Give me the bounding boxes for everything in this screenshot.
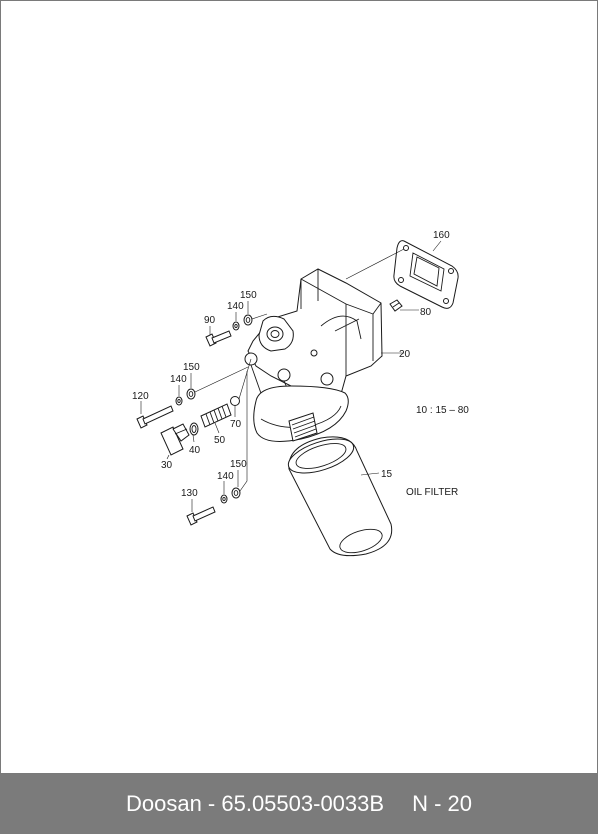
washer-150-b: [186, 388, 196, 400]
label-150-b: 150: [183, 362, 200, 373]
washer-140-a: [232, 321, 240, 331]
plug-30: [160, 423, 190, 456]
ball-70: [230, 396, 240, 406]
washer-140-b: [175, 396, 183, 406]
label-130: 130: [181, 488, 198, 499]
label-150-a: 150: [240, 290, 257, 301]
label-160: 160: [433, 230, 450, 241]
page-reference: N - 20: [412, 791, 472, 816]
label-140-b: 140: [170, 374, 187, 385]
label-20: 20: [399, 349, 411, 360]
drawing-sheet: 160 80 20 150 140 90 150 140 120 70 50 4…: [0, 0, 598, 774]
label-40: 40: [189, 445, 201, 456]
footer-bar: Doosan - 65.05503-0033B N - 20: [0, 774, 598, 834]
label-30: 30: [161, 460, 173, 471]
oil-filter-caption: OIL FILTER: [406, 487, 458, 498]
part-reference: Doosan - 65.05503-0033B: [125, 791, 385, 816]
label-120: 120: [132, 391, 149, 402]
label-90: 90: [204, 315, 216, 326]
label-150-c: 150: [230, 459, 247, 470]
spring-50: [200, 403, 232, 428]
washer-140-c: [220, 494, 228, 504]
leader-lines: [140, 240, 442, 512]
torque-note: 10 : 15 – 80: [416, 405, 469, 416]
bolt-120: [136, 405, 174, 429]
washer-150-c: [231, 487, 241, 499]
assembly-lines: [194, 248, 405, 492]
plug-80: [389, 299, 403, 312]
label-15: 15: [381, 469, 393, 480]
label-140-c: 140: [217, 471, 234, 482]
o-ring-40: [189, 422, 199, 436]
bolt-90: [205, 330, 232, 347]
bolt-130: [186, 506, 216, 526]
gasket-160: [393, 240, 459, 309]
label-80: 80: [420, 307, 432, 318]
oil-filter-housing-20: [244, 268, 383, 442]
exploded-parts-diagram: 160 80 20 150 140 90 150 140 120 70 50 4…: [132, 230, 469, 557]
label-140-a: 140: [227, 301, 244, 312]
label-70: 70: [230, 419, 242, 430]
washer-150-a: [243, 314, 253, 326]
label-50: 50: [214, 435, 226, 446]
oil-filter-15: [287, 436, 393, 557]
